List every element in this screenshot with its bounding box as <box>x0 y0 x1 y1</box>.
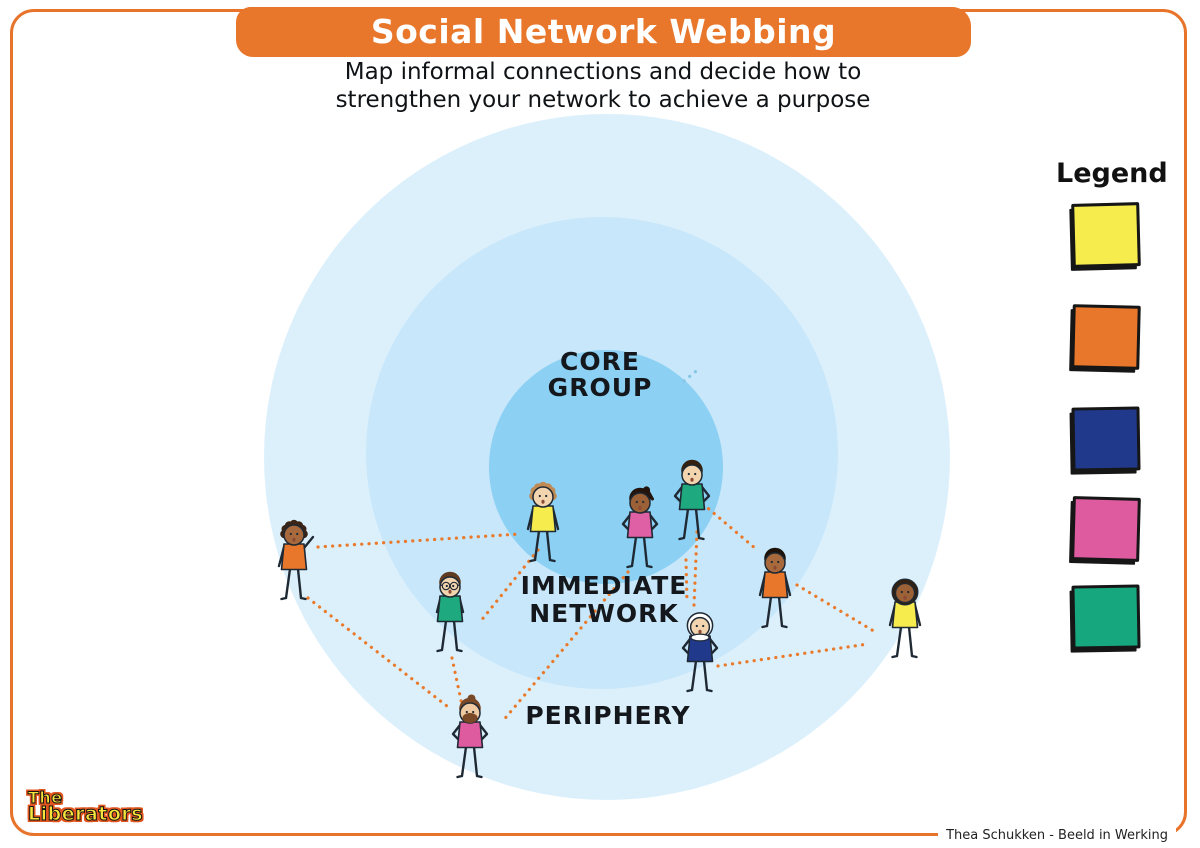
legend-swatches <box>1056 202 1156 650</box>
page-title: Social Network Webbing <box>370 11 837 51</box>
core-group-line-1: CORE <box>560 347 640 376</box>
periphery-line-1: PERIPHERY <box>525 701 691 730</box>
legend-title: Legend <box>1056 158 1168 189</box>
sticky-green <box>1071 584 1141 650</box>
sticky-yellow <box>1071 202 1141 268</box>
link-yellow-curly-to-glasses <box>478 548 540 624</box>
immediate-network-line-2: NETWORK <box>529 599 679 628</box>
credit-text: Thea Schukken - Beeld in Werking <box>938 826 1176 846</box>
logo-line-1: The <box>27 788 63 807</box>
link-orange-left-to-pink-beard <box>306 596 454 712</box>
person-green-glasses <box>435 571 465 653</box>
link-orange-left-to-yellow-curly <box>316 532 522 549</box>
link-glasses-to-pink-beard <box>450 656 464 707</box>
sticky-orange <box>1071 304 1141 370</box>
sticky-navy <box>1071 406 1141 472</box>
core-group-line-2: GROUP <box>547 373 653 402</box>
zone-label-core-group: CORE GROUP <box>520 349 680 401</box>
zone-label-periphery: PERIPHERY <box>518 701 698 730</box>
link-teal-to-orange-right <box>701 502 758 551</box>
link-core-to-headscarf-a <box>692 530 699 608</box>
person-pink-beard <box>451 694 489 779</box>
link-orange-right-to-yellow-right <box>795 583 879 635</box>
link-core-to-headscarf-b <box>684 558 689 604</box>
subtitle-line-1: Map informal connections and decide how … <box>344 59 862 85</box>
person-yellow-right <box>888 578 922 659</box>
legend: Legend <box>1056 158 1168 650</box>
logo-line-2: Liberators <box>27 803 144 825</box>
title-banner: Social Network Webbing <box>237 7 970 55</box>
person-headscarf <box>681 612 719 693</box>
person-orange-right <box>758 547 792 629</box>
person-pink-ponytail <box>621 486 659 569</box>
person-teal-thinking <box>673 459 711 541</box>
liberators-logo: The Liberators <box>27 788 144 825</box>
subtitle-line-2: strengthen your network to achieve a pur… <box>335 87 871 113</box>
person-yellow-curly <box>526 481 560 563</box>
immediate-network-line-1: IMMEDIATE <box>520 571 688 600</box>
subtitle: Map informal connections and decide how … <box>240 58 966 114</box>
person-orange-left <box>277 519 315 601</box>
sticky-pink <box>1071 496 1141 562</box>
zone-label-immediate-network: IMMEDIATE NETWORK <box>504 572 704 628</box>
